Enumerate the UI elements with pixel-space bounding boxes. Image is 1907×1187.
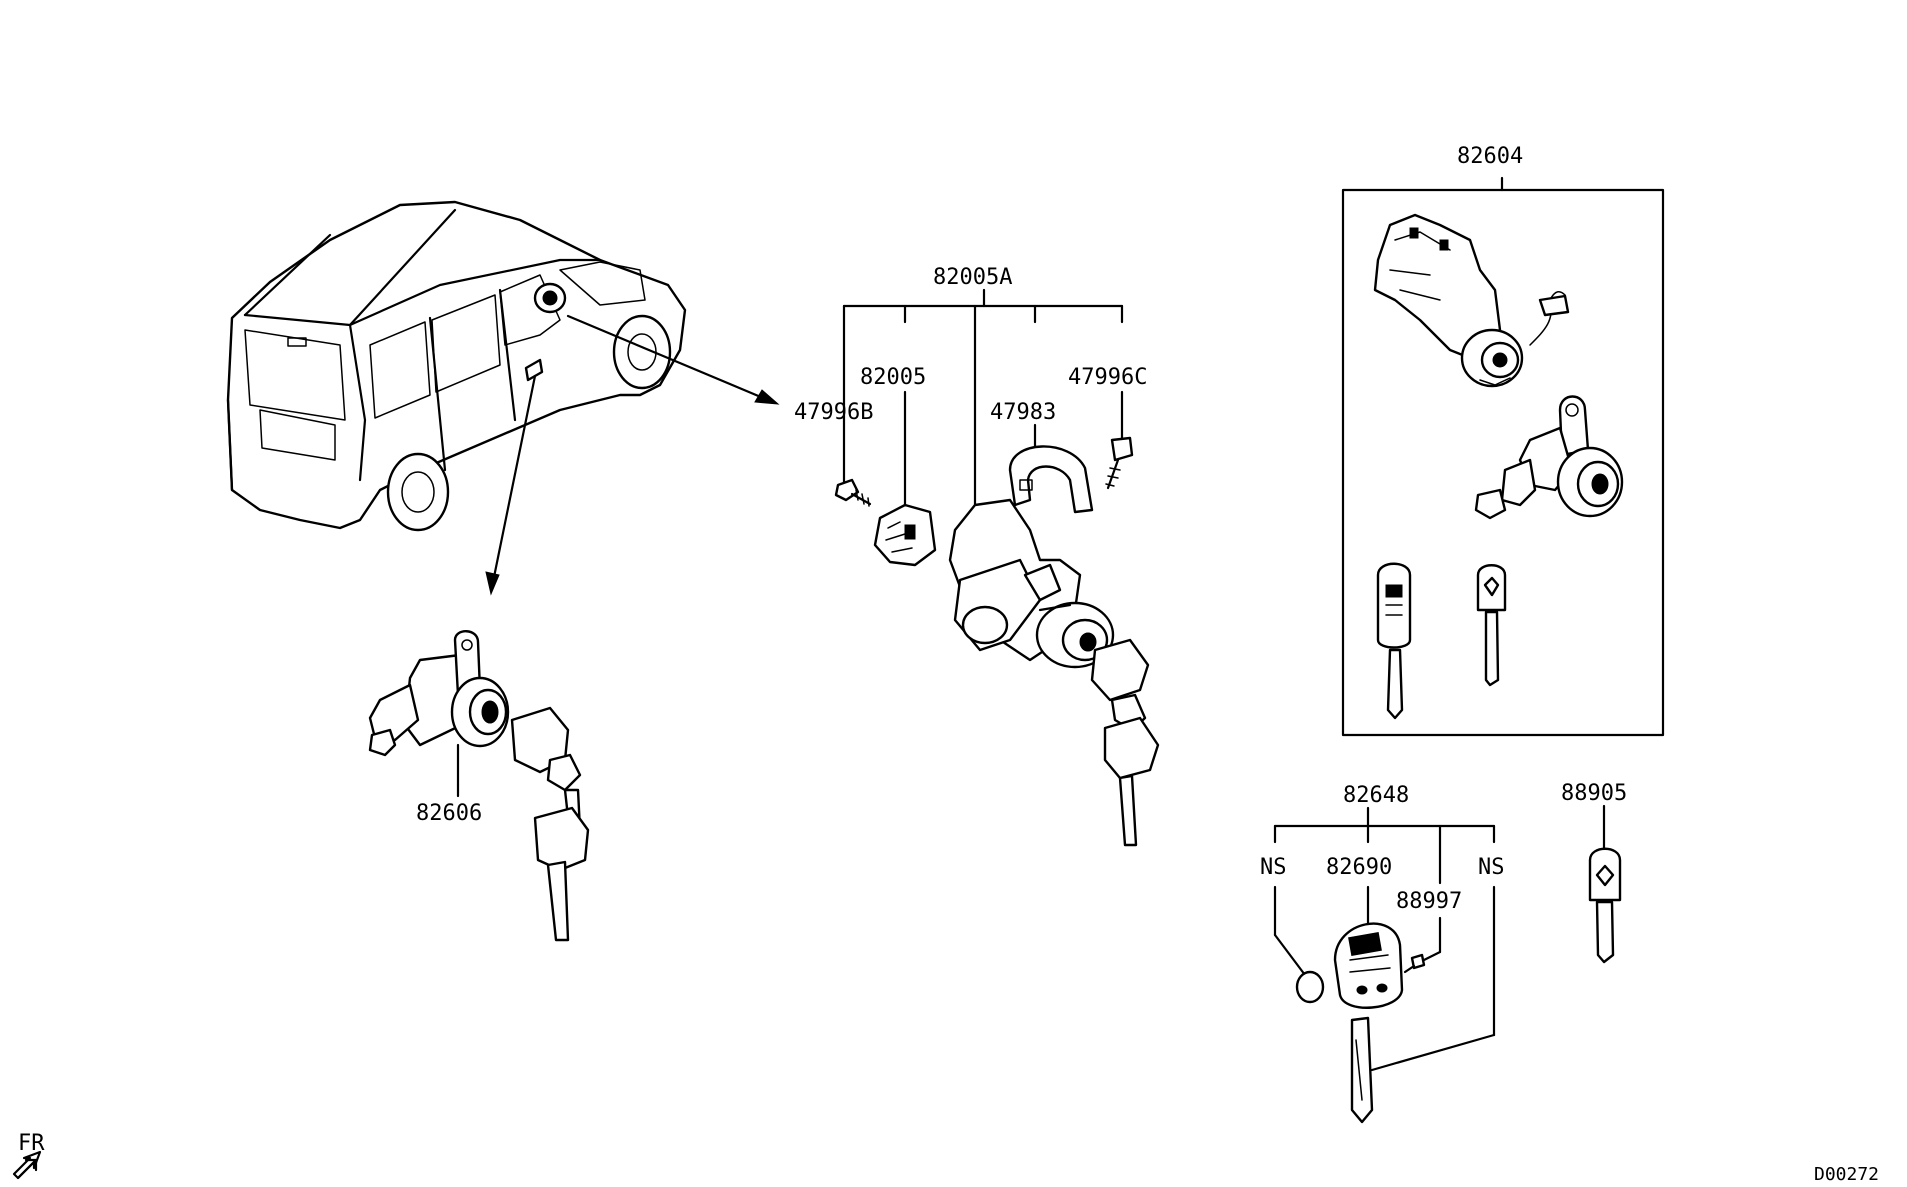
labels: 82005A 82005 47996B 47983 47996C 82604 8… xyxy=(18,144,1879,1185)
door-lock-cylinder xyxy=(368,630,590,942)
ignition-assembly xyxy=(834,288,1160,847)
label-82648: 82648 xyxy=(1343,783,1409,808)
label-82606: 82606 xyxy=(416,801,482,826)
front-arrow-icon xyxy=(12,1150,42,1180)
van-illustration xyxy=(226,200,687,532)
label-82690: 82690 xyxy=(1326,855,1392,880)
label-88997: 88997 xyxy=(1396,889,1462,914)
label-fr: FR xyxy=(18,1131,45,1156)
label-47996C: 47996C xyxy=(1068,365,1147,390)
label-ns-left: NS xyxy=(1260,855,1287,880)
label-82604: 82604 xyxy=(1457,144,1523,169)
kit-box xyxy=(1341,176,1665,737)
remote-key-set xyxy=(1273,806,1496,1124)
label-47996B: 47996B xyxy=(794,400,873,425)
leader-arrows xyxy=(485,314,780,596)
diagram-code: D00272 xyxy=(1814,1164,1879,1185)
key-88905 xyxy=(1588,804,1622,964)
label-88905: 88905 xyxy=(1561,781,1627,806)
label-82005A: 82005A xyxy=(933,265,1012,290)
label-ns-right: NS xyxy=(1478,855,1505,880)
label-82005: 82005 xyxy=(860,365,926,390)
label-47983: 47983 xyxy=(990,400,1056,425)
